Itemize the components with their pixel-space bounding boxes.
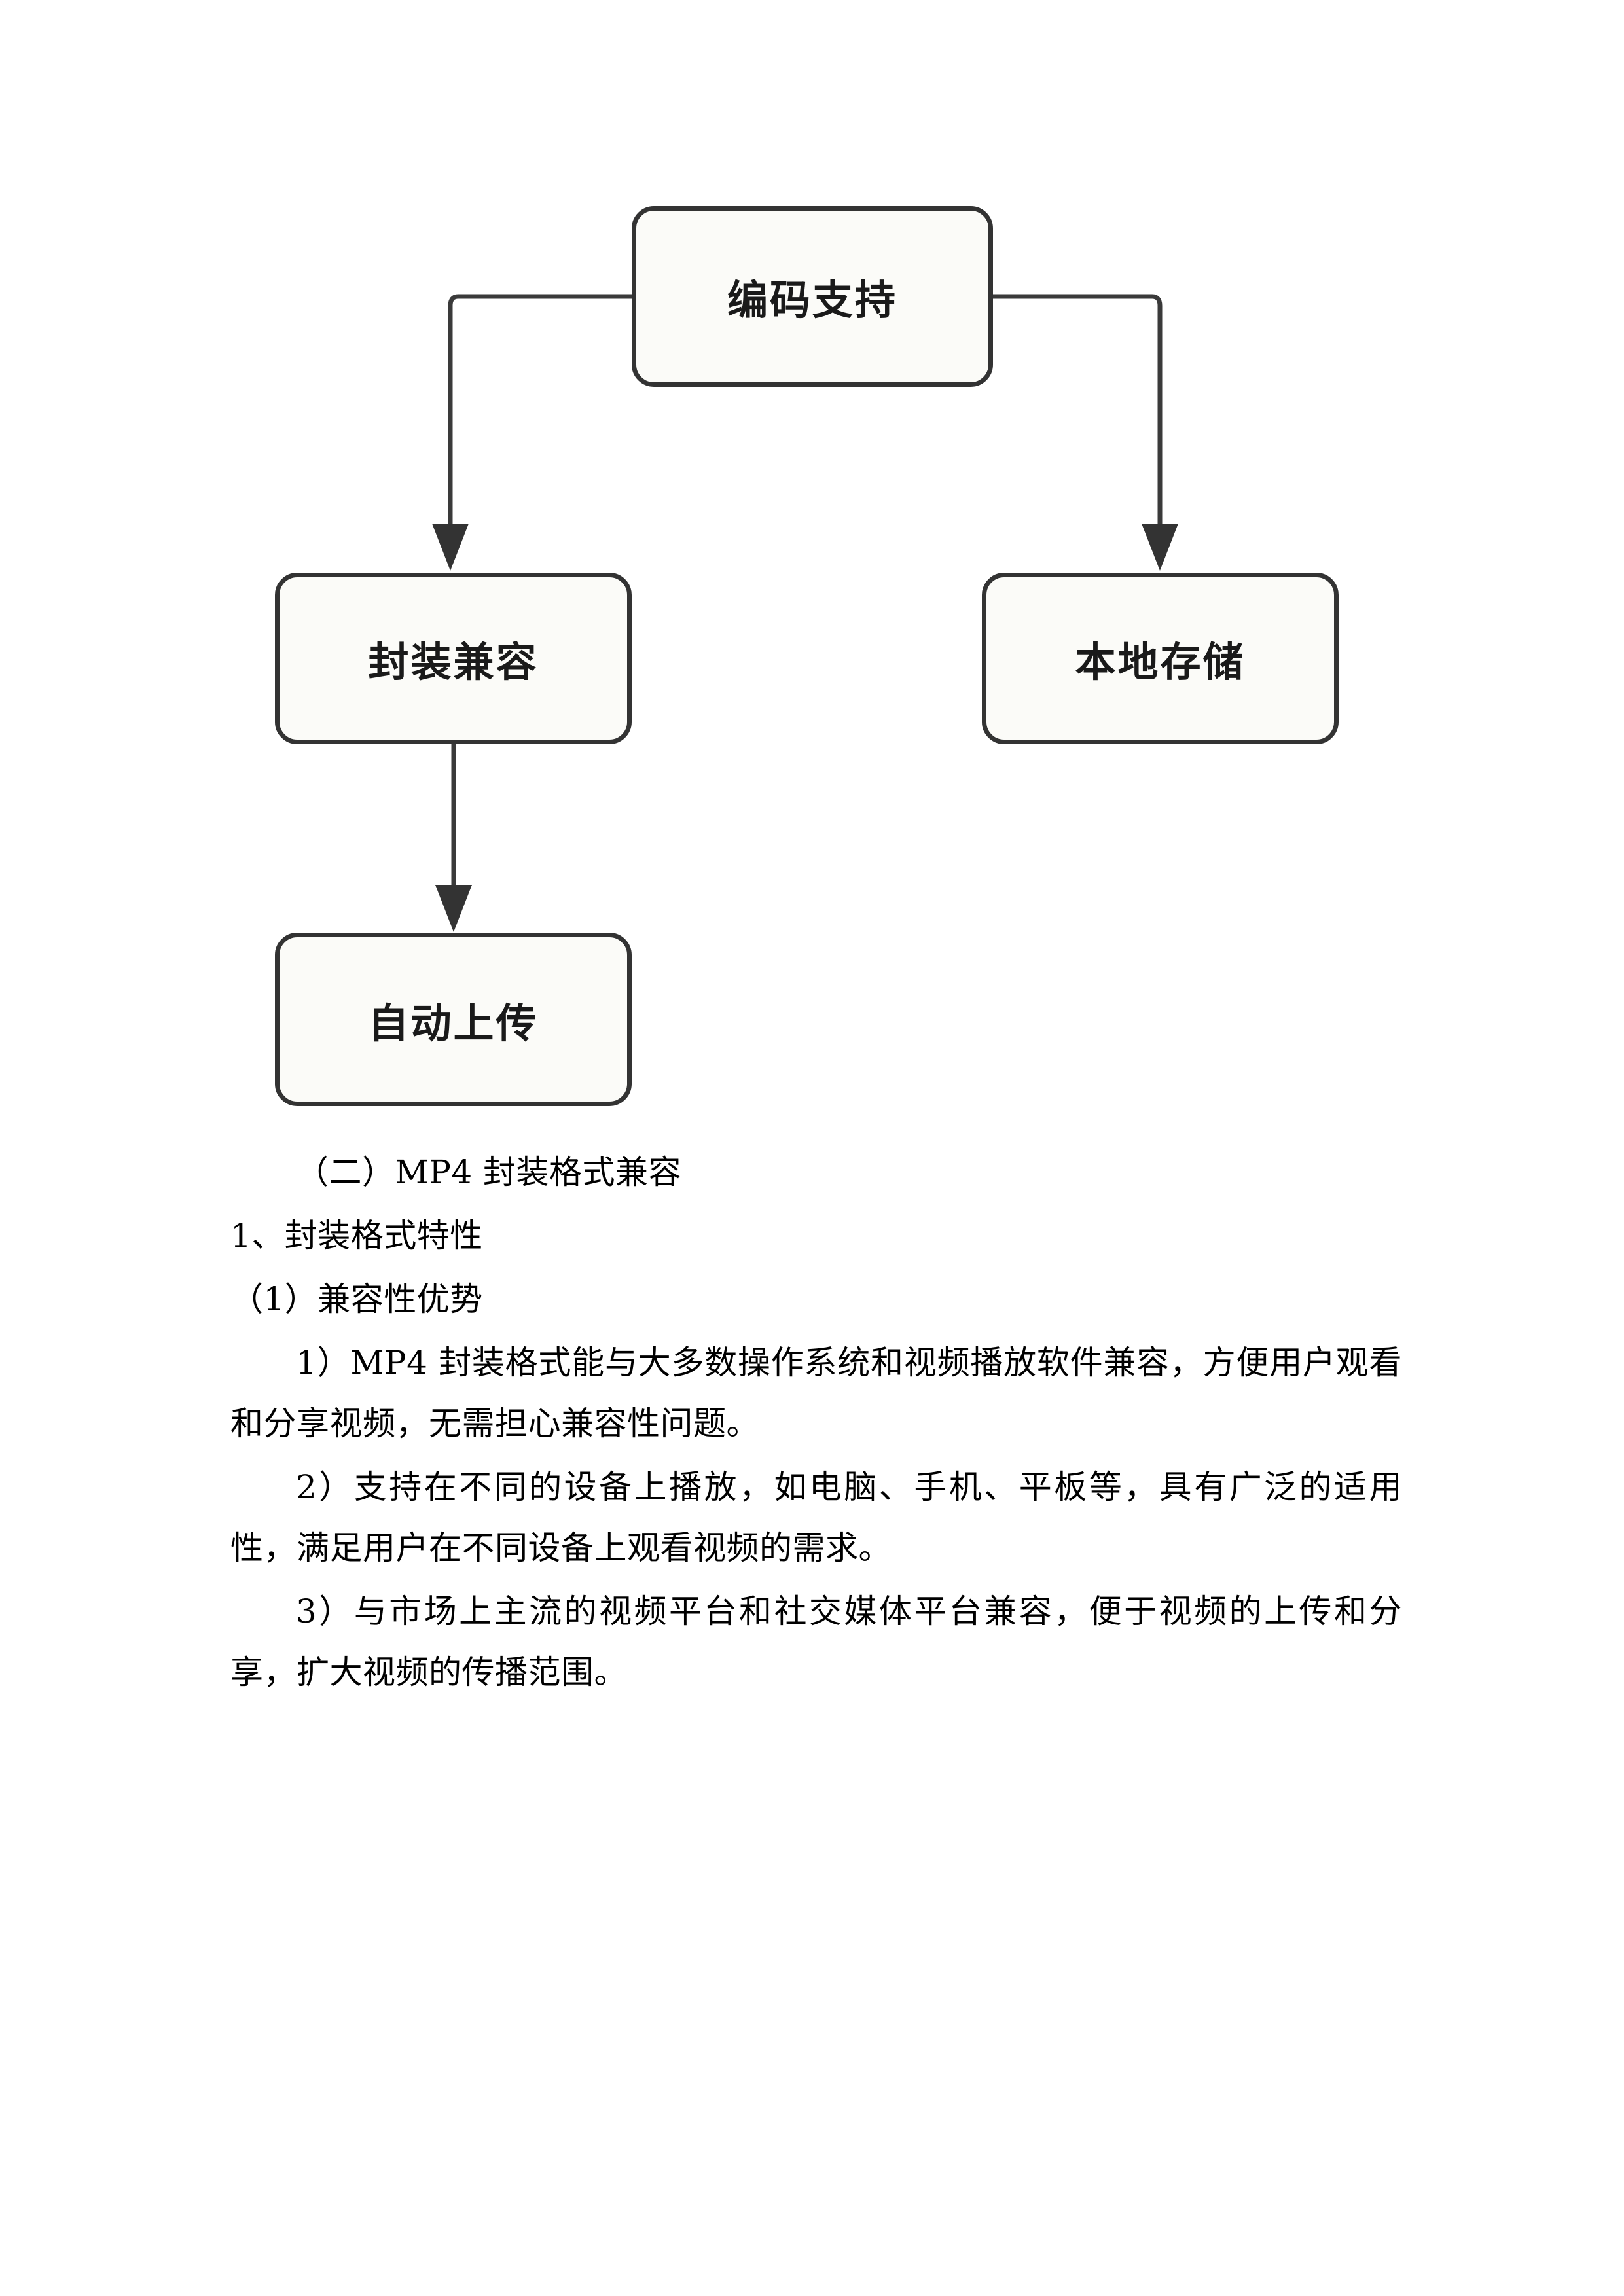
section-heading-level3: 1、封装格式特性	[230, 1217, 483, 1255]
flow-node-encoding-support[interactable]: 编码支持	[632, 206, 993, 387]
section-heading-level4: （1）兼容性优势	[230, 1280, 483, 1318]
flowchart-connectors	[432, 294, 1178, 932]
section-heading-level2: （二）MP4 封装格式兼容	[296, 1153, 682, 1191]
body-paragraph-item-2: 2）支持在不同的设备上播放，如电脑、手机、平板等，具有广泛的适用性，满足用户在不…	[230, 1468, 1402, 1567]
arrowhead-encode-to-storage	[1142, 524, 1178, 571]
arrowhead-package-to-upload	[435, 885, 472, 932]
flow-node-label: 编码支持	[727, 276, 897, 324]
connector-encode-to-storage	[993, 294, 1163, 533]
flow-node-local-storage[interactable]: 本地存储	[982, 573, 1339, 744]
flow-node-container-compatibility[interactable]: 封装兼容	[275, 573, 632, 744]
body-paragraph-item-3: 3）与市场上主流的视频平台和社交媒体平台兼容，便于视频的上传和分享，扩大视频的传…	[230, 1592, 1402, 1691]
flow-node-label: 本地存储	[1075, 638, 1246, 686]
flow-node-auto-upload[interactable]: 自动上传	[275, 933, 632, 1106]
document-body: （二）MP4 封装格式兼容 1、封装格式特性 （1）兼容性优势 1）MP4 封装…	[230, 1142, 1402, 1703]
flowchart-diagram: 编码支持 封装兼容 本地存储 自动上传	[0, 0, 1624, 1132]
body-paragraph-item-1: 1）MP4 封装格式能与大多数操作系统和视频播放软件兼容，方便用户观看和分享视频…	[230, 1344, 1402, 1443]
flow-node-label: 封装兼容	[368, 638, 539, 686]
flow-node-label: 自动上传	[368, 999, 539, 1047]
connector-encode-to-package	[448, 294, 632, 533]
arrowhead-encode-to-package	[432, 524, 469, 571]
